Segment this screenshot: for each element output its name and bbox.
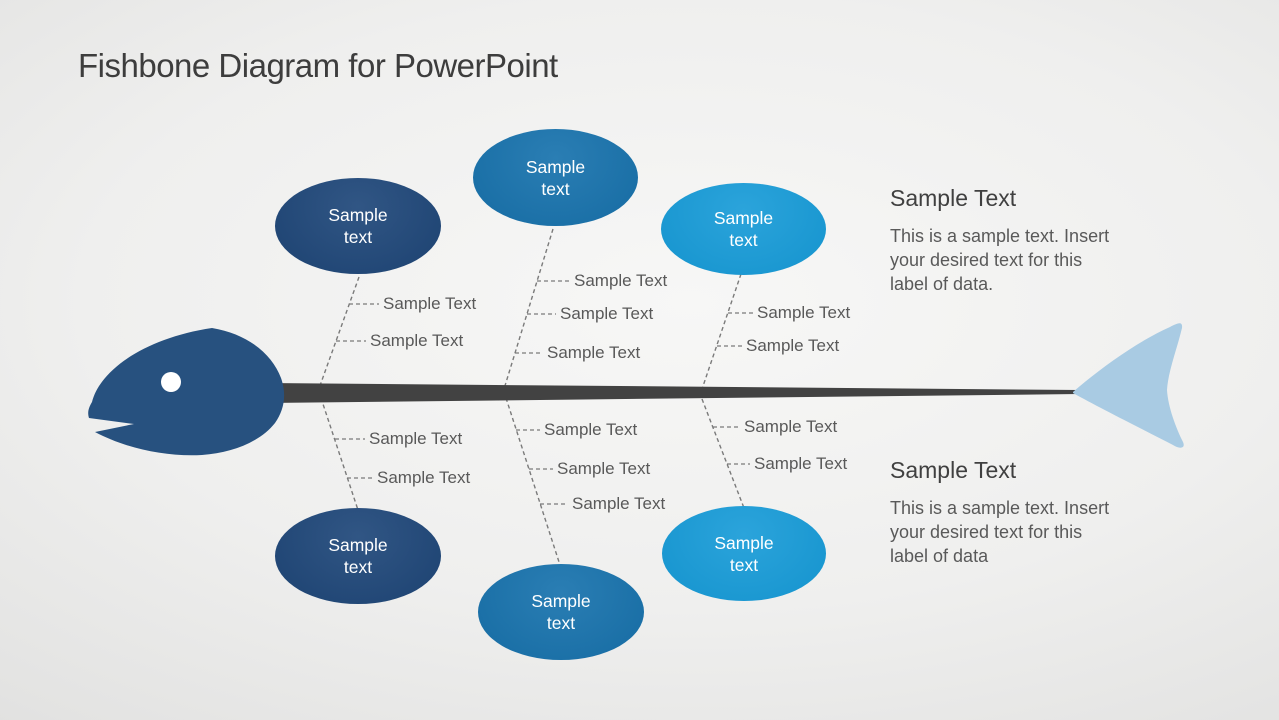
annotation-heading: Sample Text [890, 457, 1017, 483]
bone-label: Sample Text [370, 331, 464, 350]
bone-line-bottom-middle [505, 397, 561, 566]
bone-label: Sample Text [746, 336, 840, 355]
cause-ellipse-top-left: Sample text [275, 178, 441, 274]
bone-line-top-left [316, 276, 360, 395]
bone-label: Sample Text [744, 417, 838, 436]
annotation-body: This is a sample text. Insert your desir… [890, 498, 1110, 566]
fish-spine [266, 383, 1080, 403]
fish-tail-shape [1073, 323, 1184, 448]
bone-label: Sample Text [757, 303, 851, 322]
bone-label: Sample Text [369, 429, 463, 448]
cause-ellipse-top-right: Sample text [661, 183, 826, 275]
bone-label: Sample Text [754, 454, 848, 473]
bone-line-bottom-left [320, 397, 359, 511]
bone-label: Sample Text [377, 468, 471, 487]
bone-label: Sample Text [560, 304, 654, 323]
annotation-heading: Sample Text [890, 185, 1017, 211]
cause-ellipse-top-middle: Sample text [473, 129, 638, 226]
annotation-body: This is a sample text. Insert your desir… [890, 226, 1110, 294]
annotation-top: Sample Text This is a sample text. Inser… [890, 184, 1175, 296]
annotation-bottom: Sample Text This is a sample text. Inser… [890, 456, 1175, 568]
cause-ellipse-bottom-middle: Sample text [478, 564, 644, 660]
bone-line-top-right [699, 273, 742, 396]
bone-label: Sample Text [383, 294, 477, 313]
bone-line-top-middle [503, 228, 554, 390]
bone-label: Sample Text [547, 343, 641, 362]
cause-ellipse-bottom-right: Sample text [662, 506, 826, 601]
slide-title: Fishbone Diagram for PowerPoint [78, 47, 558, 84]
cause-ellipse-bottom-left: Sample text [275, 508, 441, 604]
bone-label: Sample Text [544, 420, 638, 439]
bone-line-bottom-right [701, 398, 745, 509]
bone-label: Sample Text [572, 494, 666, 513]
fish-eye-icon [161, 372, 181, 392]
fish-head-shape [88, 328, 285, 456]
bone-label: Sample Text [557, 459, 651, 478]
bone-label: Sample Text [574, 271, 668, 290]
